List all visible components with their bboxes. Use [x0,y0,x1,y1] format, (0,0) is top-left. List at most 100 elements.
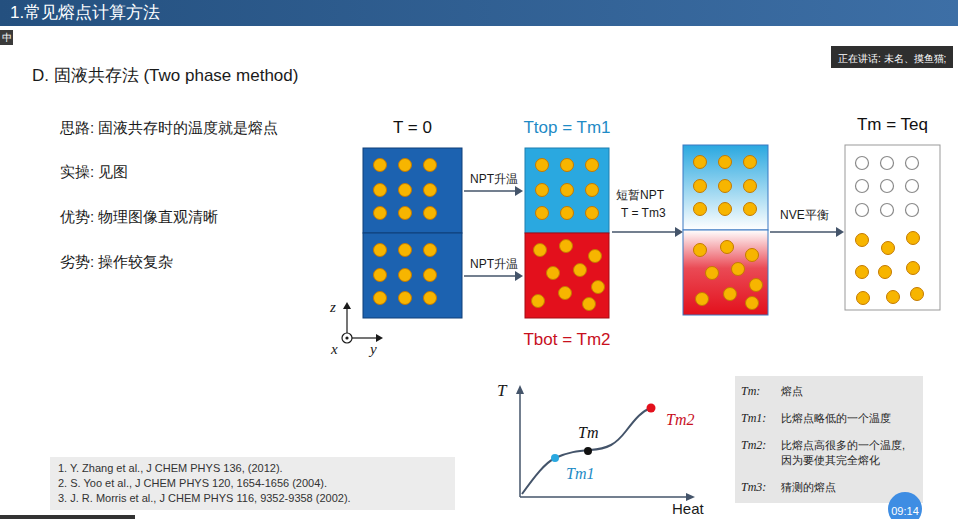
axis-name: z [330,298,336,316]
equilibrium-stack [856,266,869,279]
heated-stack [574,264,587,277]
edge-arrow [464,271,523,281]
heated-stack [592,281,605,294]
equilibrium-stack [907,262,920,275]
arrow-short-npt [612,231,675,233]
equilibrium-stack [887,291,900,304]
arrow-nve [770,227,844,237]
initial-solid-stack [399,292,412,305]
equilibrium-stack [879,266,892,279]
heated-stack [560,240,573,253]
coexistence-stack [694,156,707,169]
coexistence-stack [719,156,732,169]
initial-solid-stack [399,207,412,220]
coexistence-stack [721,241,734,254]
coexistence-stack [683,145,768,230]
equilibrium-stack [856,234,869,247]
arrowhead [515,271,523,281]
slide-title: 1.常见熔点计算方法 [10,3,160,23]
axis-triad [346,308,347,333]
heating-curve-plot [686,493,695,501]
equilibrium-stack [907,232,920,245]
equilibrium-stack [906,204,919,217]
coexistence-stack [744,156,757,169]
legend-symbol: Tm3: [741,480,781,495]
initial-solid-stack [374,184,387,197]
edge-label: NPT升温 [468,257,520,271]
coexistence-stack [750,279,763,292]
heated-stack [561,184,574,197]
badge-text: 中 [2,32,12,43]
arrowhead [515,186,523,196]
edge-line [464,190,515,192]
initial-solid-stack [424,207,437,220]
temperature-label: T = 0 [393,118,432,138]
coexistence-stack [724,288,737,301]
symbol-legend-box: Tm:熔点Tm1:比熔点略低的一个温度Tm2:比熔点高很多的一个温度, 因为要使… [735,376,923,503]
equilibrium-stack [911,288,924,301]
coexistence-stack [732,263,745,276]
heating-curve-plot [647,404,656,413]
axis-triad [376,334,383,342]
axis-name: y [370,340,377,358]
equilibrium-stack [856,232,924,305]
arrow-nve [770,231,836,233]
heated-stack [586,207,599,220]
solid-box: Ttop = Tm1 [525,148,609,233]
header-bar [0,0,958,26]
equilibrium-stack [856,180,869,193]
heated-stack [561,207,574,220]
bullet-text: 优势: 物理图像直观清晰 [60,208,218,226]
legend-meaning: 熔点 [781,384,917,399]
point-label: Tm1 [566,464,594,483]
heating-curve-plot [584,447,592,455]
initial-solid-stack [399,244,412,257]
equilibrium-stack [856,157,869,170]
reference-box: 1. Y. Zhang et al., J CHEM PHYS 136, (20… [50,457,455,510]
coexistence-stack [744,180,757,193]
heated-stack [525,233,609,318]
axis-triad [343,302,351,309]
coexistence-stack [683,230,768,315]
coexistence-stack [744,203,757,216]
heated-stack [586,159,599,172]
legend-symbol: Tm2: [741,438,781,468]
heated-stack [525,148,609,318]
axis-title: T [497,381,506,401]
timer-text: 09:14 [891,505,919,517]
heating-curve-plot [520,496,688,498]
initial-solid-stack [399,159,412,172]
initial-solid-stack [424,292,437,305]
legend-meaning: 比熔点略低的一个温度 [781,411,917,426]
step-label: 短暂NPT [616,188,664,202]
step-label: T = Tm3 [621,206,666,220]
header-bar [0,0,958,26]
initial-solid-stack [374,269,387,282]
heated-stack [536,207,549,220]
axis-title: Heat [672,500,704,518]
coexistence-stack [694,244,707,257]
coexistence-stack [696,293,709,306]
equilibrium-stack [881,180,894,193]
initial-solid-stack [399,269,412,282]
axis-triad [342,302,383,343]
initial-solid-stack [399,184,412,197]
equilibrium-stack [906,180,919,193]
initial-solid-stack [374,244,387,257]
arrow-short-npt [612,227,683,237]
progress-bar [0,515,135,519]
bullet-text: 思路: 固液共存时的温度就是熔点 [60,119,278,137]
initial-solid-stack [363,233,462,318]
coexistence-stack [694,156,763,310]
step-label: NVE平衡 [780,208,829,222]
coexistence-stack [694,180,707,193]
temperature-label: Tbot = Tm2 [523,330,610,350]
axis-triad [342,333,352,343]
heated-stack [536,184,549,197]
section-heading: D. 固液共存法 (Two phase method) [32,66,298,86]
heated-stack [534,244,547,257]
initial-solid-stack [374,159,387,172]
legend-meaning: 比熔点高很多的一个温度, 因为要使其完全熔化 [781,438,917,468]
speaker-banner: 正在讲话: 未名、摸鱼猫; [831,46,953,68]
